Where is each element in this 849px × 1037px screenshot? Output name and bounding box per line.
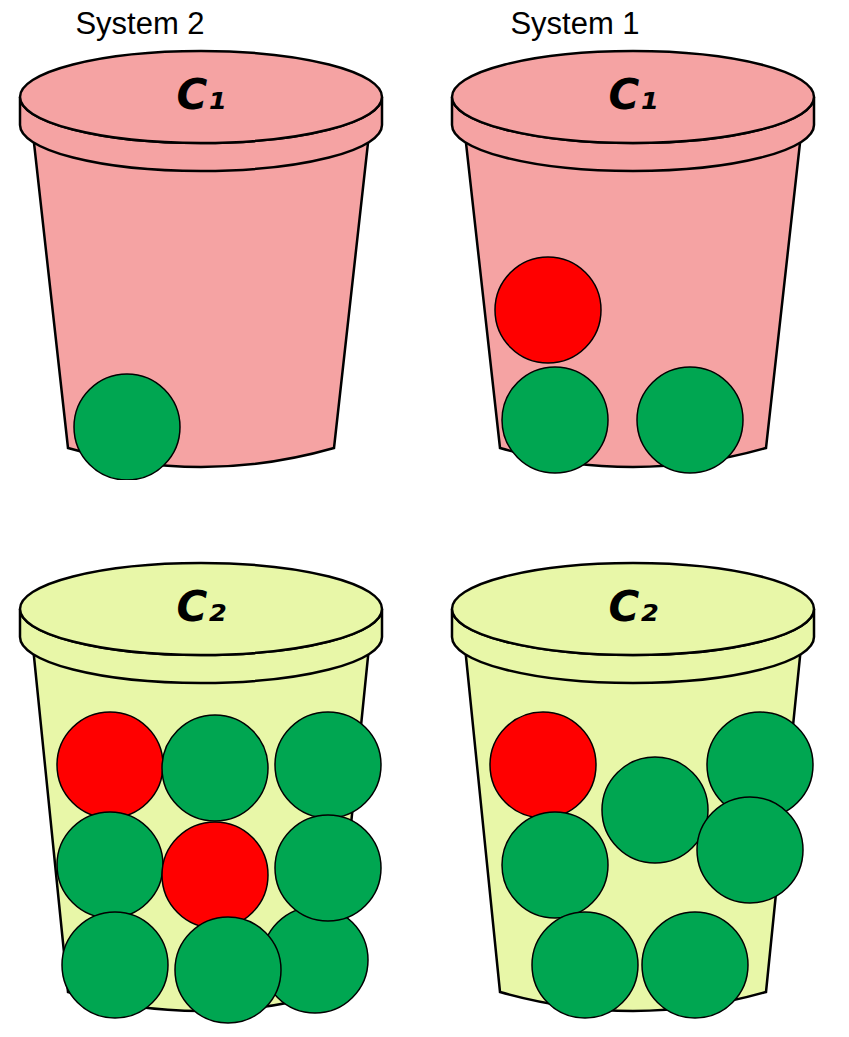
bucket-rim-top <box>452 51 814 143</box>
ball <box>642 912 748 1018</box>
ball <box>175 917 281 1023</box>
ball <box>490 712 596 818</box>
ball <box>275 815 381 921</box>
system-heading: System 2 <box>75 6 204 42</box>
ball <box>602 757 708 863</box>
bucket-label: C₁ <box>608 72 657 118</box>
bucket-rim-top <box>20 563 382 655</box>
bucket-label: C₂ <box>608 584 657 630</box>
ball <box>57 812 163 918</box>
bucket-label: C₁ <box>176 72 225 118</box>
ball <box>637 367 743 473</box>
ball <box>502 812 608 918</box>
bucket: C₁ <box>18 40 384 480</box>
ball <box>697 797 803 903</box>
ball <box>62 912 168 1018</box>
bucket-label: C₂ <box>176 584 225 630</box>
ball <box>162 715 268 821</box>
ball <box>74 374 180 480</box>
bucket: C₂ <box>450 552 816 1024</box>
bucket-rim-top <box>20 51 382 143</box>
ball <box>57 712 163 818</box>
ball <box>275 712 381 818</box>
ball <box>532 912 638 1018</box>
bucket: C₂ <box>18 552 384 1024</box>
ball <box>502 367 608 473</box>
system-heading: System 1 <box>510 6 639 42</box>
ball <box>162 822 268 928</box>
bucket: C₁ <box>450 40 816 480</box>
ball <box>495 257 601 363</box>
bucket-rim-top <box>452 563 814 655</box>
